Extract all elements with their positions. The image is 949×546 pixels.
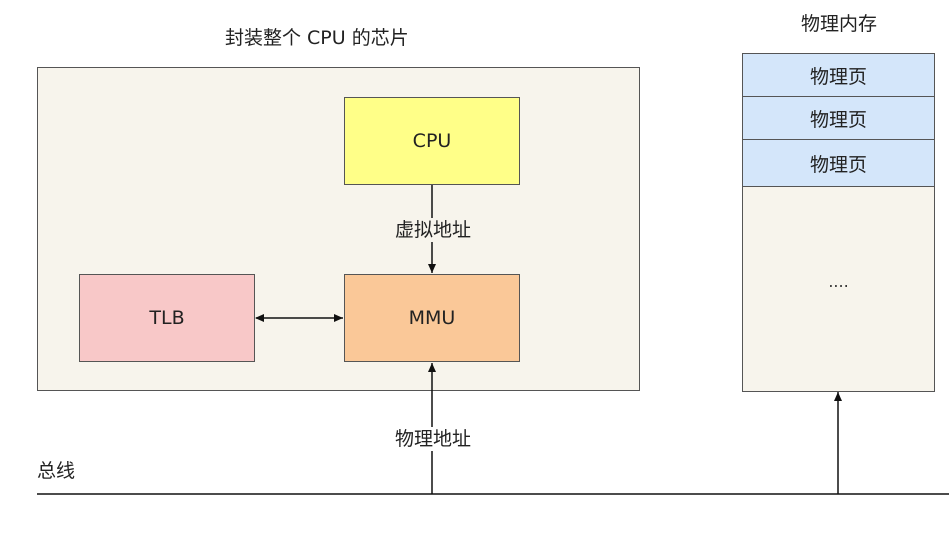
tlb-label: TLB	[149, 307, 185, 329]
virtual-address-label: 虚拟地址	[394, 218, 473, 242]
physical-address-label: 物理地址	[394, 427, 473, 451]
memory-page: 物理页	[742, 139, 935, 187]
memory-ellipsis: ....	[828, 272, 849, 291]
bus-label: 总线	[37, 460, 76, 482]
cpu-box: CPU	[344, 97, 520, 185]
mmu-label: MMU	[408, 307, 456, 329]
memory-page: 物理页	[742, 53, 935, 97]
memory-block: 物理页 物理页 物理页 ....	[742, 53, 935, 392]
chip-title: 封装整个 CPU 的芯片	[225, 27, 409, 49]
tlb-box: TLB	[79, 274, 255, 362]
cpu-label: CPU	[412, 130, 452, 152]
memory-page: 物理页	[742, 96, 935, 140]
mmu-box: MMU	[344, 274, 520, 362]
memory-title: 物理内存	[801, 13, 878, 35]
